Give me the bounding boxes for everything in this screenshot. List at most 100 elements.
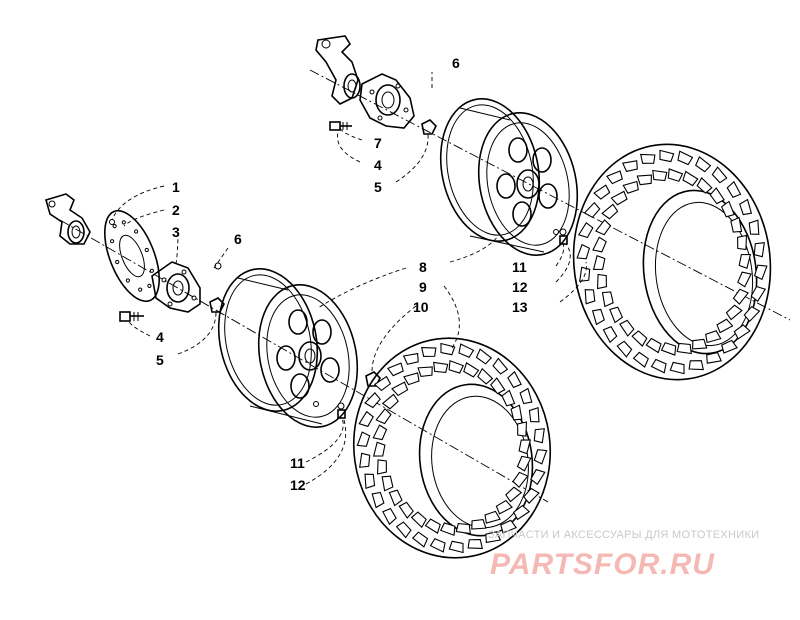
tread-block bbox=[387, 487, 404, 507]
tread-block bbox=[375, 458, 389, 475]
tread-block bbox=[369, 490, 386, 509]
tread-block bbox=[595, 273, 609, 290]
tread-block bbox=[595, 218, 613, 237]
upper-steering-knuckle bbox=[315, 35, 361, 105]
tread-block bbox=[362, 471, 377, 489]
tread-block bbox=[592, 236, 608, 254]
upper-wheel-rim bbox=[439, 98, 579, 256]
upper-tire-tread bbox=[576, 149, 768, 375]
callout-13: 13 bbox=[512, 299, 528, 315]
disc-bolt-hole bbox=[134, 229, 139, 234]
tread-block bbox=[424, 517, 443, 534]
tread-block bbox=[372, 423, 388, 442]
callout-3: 3 bbox=[172, 224, 180, 240]
watermark: ЗАПЧАСТИ И АКСЕССУАРЫ ДЛЯ МОТОТЕХНИКИ PA… bbox=[488, 529, 759, 581]
disc-bolt-hole bbox=[144, 247, 149, 253]
tread-block bbox=[735, 234, 749, 251]
tread-block bbox=[518, 387, 535, 406]
tread-block bbox=[409, 510, 429, 528]
tread-block bbox=[747, 219, 762, 237]
upper-axle-centerline bbox=[309, 69, 791, 321]
tread-block bbox=[403, 351, 421, 367]
tread-block bbox=[601, 324, 619, 343]
tread-block bbox=[433, 361, 449, 373]
callout-1: 1 bbox=[172, 179, 180, 195]
tread-block bbox=[753, 242, 765, 258]
tread-block bbox=[421, 345, 438, 359]
tread-block bbox=[742, 304, 761, 324]
tread-block bbox=[439, 522, 457, 536]
tread-block bbox=[724, 303, 743, 322]
tread-block bbox=[391, 379, 410, 398]
callout-6-lower: 6 bbox=[234, 231, 242, 247]
leader-lines bbox=[111, 72, 587, 485]
callout-9: 9 bbox=[419, 279, 427, 295]
disc-bolt-hole bbox=[121, 220, 126, 225]
tread-block bbox=[652, 169, 668, 182]
tread-block bbox=[601, 202, 620, 221]
tread-block bbox=[475, 368, 495, 386]
tread-block bbox=[469, 517, 487, 532]
upper-valve-stem bbox=[559, 228, 568, 245]
tread-block bbox=[533, 447, 548, 465]
tread-block bbox=[600, 289, 615, 308]
lower-small-bolt bbox=[109, 219, 115, 225]
tread-block bbox=[576, 243, 591, 261]
tread-block bbox=[374, 374, 393, 393]
tread-block bbox=[610, 189, 630, 207]
tread-block bbox=[669, 361, 686, 375]
tread-block bbox=[474, 348, 493, 366]
upper-wheel-assembly bbox=[309, 35, 791, 381]
lower-tire bbox=[352, 337, 552, 559]
callout-4-lower: 4 bbox=[156, 329, 164, 345]
tread-block bbox=[583, 200, 602, 220]
tread-block bbox=[503, 485, 522, 504]
tread-block bbox=[693, 156, 713, 174]
callout-12-upper: 12 bbox=[512, 279, 528, 295]
disc-bolt-hole bbox=[138, 287, 143, 292]
tread-block bbox=[676, 150, 694, 166]
tread-block bbox=[505, 371, 524, 390]
upper-wheel-hub bbox=[359, 73, 415, 129]
tread-block bbox=[447, 360, 465, 374]
callout-12-lower: 12 bbox=[290, 477, 306, 493]
tread-block bbox=[690, 337, 708, 352]
tread-block bbox=[364, 391, 382, 410]
tread-block bbox=[379, 473, 395, 492]
tread-block bbox=[640, 152, 657, 165]
tread-block bbox=[644, 337, 663, 354]
lower-hub-bolt bbox=[119, 311, 144, 322]
tread-block bbox=[719, 200, 737, 220]
tread-block bbox=[527, 407, 542, 425]
tread-block bbox=[417, 364, 435, 379]
callout-5-lower: 5 bbox=[156, 352, 164, 368]
tread-block bbox=[411, 530, 430, 548]
tread-block bbox=[394, 520, 413, 539]
tread-block bbox=[703, 328, 722, 345]
tread-block bbox=[622, 179, 641, 196]
tread-block bbox=[461, 362, 480, 379]
tread-block bbox=[466, 537, 483, 551]
tread-block bbox=[676, 342, 692, 355]
tread-block bbox=[593, 254, 606, 272]
tread-block bbox=[359, 452, 371, 468]
callout-11-upper: 11 bbox=[512, 259, 527, 275]
tread-block bbox=[666, 168, 684, 183]
brake-disc bbox=[104, 209, 160, 303]
tread-block bbox=[494, 498, 513, 517]
lower-tire-tread bbox=[356, 342, 548, 554]
tread-block bbox=[397, 500, 416, 519]
brake-disc-bolt-holes bbox=[110, 220, 154, 292]
tread-block bbox=[658, 149, 675, 163]
lower-wheel-rim bbox=[217, 268, 359, 428]
disc-bolt-hole bbox=[115, 259, 120, 265]
tread-block bbox=[714, 317, 734, 335]
tread-block bbox=[373, 441, 386, 458]
watermark-logo: PARTSFOR.RU bbox=[490, 548, 715, 581]
tread-block bbox=[448, 540, 465, 554]
callout-10: 10 bbox=[413, 299, 429, 315]
callout-6-upper: 6 bbox=[452, 55, 460, 71]
upper-hub-bolt bbox=[329, 121, 352, 131]
tread-block bbox=[732, 322, 751, 341]
